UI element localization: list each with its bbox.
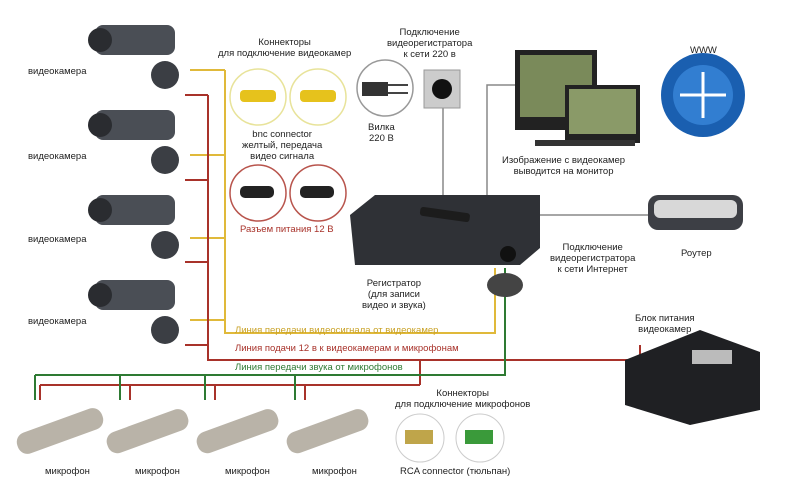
- rca-title: Коннекторы для подключение микрофонов: [395, 388, 531, 410]
- camera-label: видеокамера: [28, 151, 87, 162]
- www-label: WWW: [690, 45, 717, 56]
- camera-label: видеокамера: [28, 66, 87, 77]
- camera-label: видеокамера: [28, 316, 87, 327]
- dvr-caption: Регистратор (для записи видео и звука): [362, 278, 426, 311]
- cameras: [88, 25, 179, 344]
- power-line-label: Линия подачи 12 в к видеокамерам и микро…: [235, 343, 459, 354]
- video-line-label: Линия передачи видеосигнала от видеокаме…: [235, 325, 439, 336]
- microphones: [16, 408, 369, 454]
- router-label: Роутер: [681, 248, 712, 259]
- power-line: [39, 94, 641, 400]
- mic-label: микрофон: [312, 466, 357, 477]
- audio-line: [34, 268, 506, 400]
- rca-caption: RCA connector (тюльпан): [400, 466, 511, 477]
- psu-caption: Блок питания видеокамер: [635, 313, 695, 335]
- mic-label: микрофон: [45, 466, 90, 477]
- power-connector-caption: Разъем питания 12 В: [240, 224, 334, 235]
- audio-line-label: Линия передачи звука от микрофонов: [235, 362, 403, 373]
- bnc-caption: bnc connector желтый, передача видео сиг…: [242, 129, 323, 162]
- mains-title: Подключение видеорегистратора к сети 220…: [387, 27, 473, 60]
- bnc-title: Коннекторы для подключение видеокамер: [218, 37, 352, 59]
- plug-caption: Вилка 220 В: [368, 122, 395, 144]
- mic-label: микрофон: [135, 466, 180, 477]
- internet-caption: Подключение видеорегистратора к сети Инт…: [550, 242, 636, 275]
- network-line: [442, 84, 660, 216]
- mic-label: микрофон: [225, 466, 270, 477]
- camera-label: видеокамера: [28, 234, 87, 245]
- monitor-caption: Изображение с видеокамер выводится на мо…: [502, 155, 626, 177]
